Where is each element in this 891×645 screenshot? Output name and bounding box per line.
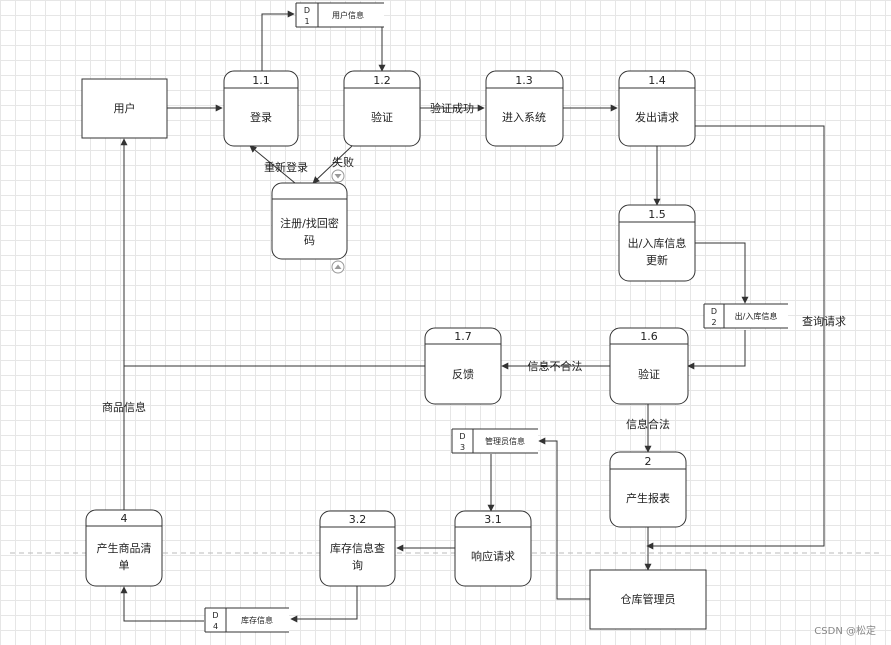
process-number: 1.4 <box>648 74 666 87</box>
process-number: 1.5 <box>648 208 666 221</box>
process-label-line-1: 库存信息查 <box>330 541 385 555</box>
process-label-line-2: 码 <box>304 234 315 247</box>
process-number: 1.6 <box>640 330 658 343</box>
expand-down-icon[interactable] <box>331 169 345 183</box>
edge-label-fail: 失败 <box>332 155 354 169</box>
entity-user: 用户 <box>81 78 168 139</box>
process-label-line-2: 单 <box>119 559 130 572</box>
process-number: 1.3 <box>515 74 533 87</box>
edge-label-verify-success: 验证成功 <box>430 101 474 115</box>
entity-warehouse-manager-label: 仓库管理员 <box>621 592 676 606</box>
expand-up-icon[interactable] <box>331 260 345 274</box>
process-label: 验证 <box>638 367 660 381</box>
store-letter: D <box>711 307 717 316</box>
process-number: 1.7 <box>454 330 472 343</box>
edge-label-product-info: 商品信息 <box>102 400 146 414</box>
process-3-2-inventory-query: 3.2 库存信息查 询 <box>319 510 396 587</box>
edge-d2-to-verify <box>687 330 746 370</box>
store-label: 库存信息 <box>241 615 273 625</box>
store-letter: D <box>459 432 465 441</box>
data-store-d4-inventory-info: D 4 库存信息 <box>204 607 289 633</box>
store-letter: D <box>212 611 218 620</box>
process-number: 3.2 <box>349 513 367 526</box>
store-label: 出/入库信息 <box>735 311 778 321</box>
process-1-6-verify: 1.6 验证 <box>609 327 689 405</box>
edge-query-to-d4 <box>290 585 358 623</box>
edge-update-to-d2 <box>695 242 749 304</box>
store-letter: D <box>304 6 310 15</box>
process-label-line-2: 询 <box>352 559 363 572</box>
entity-warehouse-manager: 仓库管理员 <box>589 569 707 630</box>
process-4-generate-product-list: 4 产生商品清 单 <box>85 509 163 587</box>
edge-label-info-valid: 信息合法 <box>626 417 670 431</box>
store-index: 1 <box>304 17 309 26</box>
edge-label-relogin: 重新登录 <box>264 160 308 174</box>
data-store-d1-user-info: D 1 用户信息 <box>295 2 384 28</box>
watermark: CSDN @松定 <box>814 624 876 637</box>
process-number: 1.1 <box>252 74 270 87</box>
process-1-5-update-io-info: 1.5 出/入库信息 更新 <box>618 204 696 282</box>
process-label: 登录 <box>250 110 272 124</box>
process-1-7-feedback: 1.7 反馈 <box>424 327 502 405</box>
process-label: 验证 <box>371 110 393 124</box>
process-2-generate-report: 2 产生报表 <box>609 451 687 528</box>
process-label-line-1: 产生商品清 <box>97 541 152 555</box>
store-index: 3 <box>460 443 465 452</box>
process-label: 发出请求 <box>635 110 679 124</box>
process-3-1-respond-request: 3.1 响应请求 <box>454 510 532 587</box>
process-label: 进入系统 <box>502 111 546 124</box>
edge-label-query-request: 查询请求 <box>802 314 846 328</box>
process-label-line-1: 注册/找回密 <box>280 216 339 230</box>
process-number: 3.1 <box>484 513 502 526</box>
store-index: 4 <box>213 622 218 631</box>
edge-d4-to-list <box>120 586 204 622</box>
store-label: 管理员信息 <box>485 436 525 446</box>
edge-fail-to-register <box>312 145 353 184</box>
entity-user-label: 用户 <box>114 101 136 115</box>
process-1-4-send-request: 1.4 发出请求 <box>618 70 696 147</box>
process-label: 反馈 <box>452 368 474 381</box>
process-number: 4 <box>121 512 128 525</box>
process-1-2-verify: 1.2 验证 <box>343 70 421 147</box>
edge-label-info-invalid: 信息不合法 <box>528 359 583 373</box>
data-store-d2-io-info: D 2 出/入库信息 <box>703 303 788 329</box>
store-label: 用户信息 <box>332 10 364 20</box>
data-store-d3-admin-info: D 3 管理员信息 <box>451 428 538 454</box>
edge-manager-to-d3 <box>538 437 590 600</box>
process-number: 1.2 <box>373 74 391 87</box>
process-label-line-2: 更新 <box>646 253 668 267</box>
edge-register-to-login <box>249 145 296 184</box>
process-number: 2 <box>645 455 652 468</box>
process-register-recover: 注册/找回密 码 <box>271 182 348 260</box>
process-1-3-enter-system: 1.3 进入系统 <box>485 70 564 147</box>
process-label: 产生报表 <box>626 491 670 505</box>
process-label-line-1: 出/入库信息 <box>628 236 687 250</box>
edge-login-to-d1 <box>261 10 295 71</box>
edge-query-request <box>646 125 825 550</box>
store-index: 2 <box>711 318 716 327</box>
process-1-1-login: 1.1 登录 <box>223 70 299 147</box>
process-label: 响应请求 <box>471 549 515 563</box>
